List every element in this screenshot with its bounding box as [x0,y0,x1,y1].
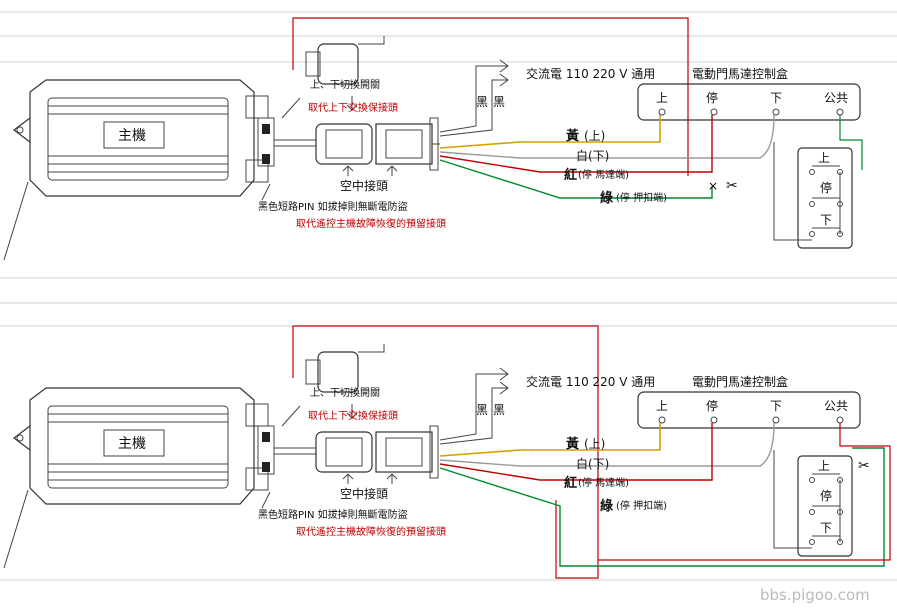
green-wire-stop-button-2 [439,447,885,567]
main-unit-label: 主機 [118,128,146,144]
yellow-wire-up [439,115,661,149]
connector-label: 空中接頭 [340,178,388,193]
ac-power-label: 交流電 110 220 V 通用 [526,66,655,81]
yellow-wire-label-2: 黃 [565,436,579,452]
terminal-common: 公共 [824,91,848,105]
main-unit-label-2: 主機 [118,436,146,452]
ac-power-lines [439,59,509,137]
yellow-wire-note-2: (上) [584,437,605,451]
red-wire-note: (停 馬達端) [578,168,629,181]
red-reserve-loop [292,17,689,176]
white-wire-label: 白(下) [576,148,609,163]
button-down-2: 下 [820,521,832,535]
red-wire-label: 紅 [564,167,577,183]
main-unit-box [3,79,275,261]
green-wire-stop-button [439,159,713,199]
reserve-plug-icon-2 [305,344,385,393]
button-up: 上 [818,151,830,165]
green-wire-note: (停 押扣端) [616,191,667,204]
button-up-2: 上 [818,459,830,473]
reserve-note: 取代遙控主機故障恢復的預留接頭 [296,217,446,230]
red-wire-label-2: 紅 [564,475,577,491]
cut-mark-x: × [708,179,718,193]
green-wire-label: 綠 [600,190,614,206]
white-wire-label-2: 白(下) [576,456,609,471]
push-button-box [797,147,853,249]
switch-label-2: 上、下切換開關 [310,387,380,399]
push-button-box-2 [797,455,853,557]
terminal-up: 上 [656,91,668,105]
scissors-icon-2: ✂ [858,458,870,474]
yellow-wire-up-2 [439,423,661,457]
controller-box [637,83,861,121]
green-wire-note-2: (停 押扣端) [616,499,667,512]
terminal-down-2: 下 [770,399,782,413]
terminal-up-2: 上 [656,399,668,413]
short-pin-note-2: 黑色短路PIN 如拔掉則無斷電防盜 [258,508,408,521]
controller-title: 電動門馬達控制盒 [692,66,788,81]
black-wire-1: 黑 [476,95,488,109]
black-wire-1-b: 黑 [476,403,488,417]
red-wire-note-2: (停 馬達端) [578,476,629,489]
switch-note-2: 取代上下交換保接頭 [308,409,398,422]
red-wire-stop-motor [439,115,713,173]
black-wire-2-b: 黑 [493,403,505,417]
button-down: 下 [820,213,832,227]
switch-label: 上、下切換開關 [310,79,380,91]
controller-title-2: 電動門馬達控制盒 [692,374,788,389]
white-wire-down-2 [439,422,775,467]
air-connector [274,96,440,176]
wiring-panel-bottom: 主機 上、下切換開關 取代上下交換保接頭 空中接頭 黑色短路PIN 如拔掉則無斷… [3,325,891,579]
white-wire-down [439,114,775,159]
yellow-wire-label: 黃 [565,128,579,144]
connector-label-2: 空中接頭 [340,486,388,501]
background-guide-lines [0,11,897,581]
button-stop: 停 [820,180,832,195]
wiring-panel-top: 主機 上、下切換開關 取代上下交換保接頭 空中接頭 黑色短路PIN 如拔掉則無斷… [3,17,863,261]
controller-box-2 [637,391,861,429]
green-wire-label-2: 綠 [600,498,614,514]
yellow-wire-note: (上) [584,129,605,143]
ac-power-label-2: 交流電 110 220 V 通用 [526,374,655,389]
air-connector-2 [274,404,439,484]
watermark: bbs.pigoo.com [760,586,870,604]
short-pin-pointer [261,183,271,201]
red-reserve-loop-2 [292,325,599,579]
scissors-icon: ✂ [726,178,738,194]
ac-power-lines-2 [439,367,509,445]
reserve-note-2: 取代遙控主機故障恢復的預留接頭 [296,525,446,538]
red-rewire-loop [598,423,891,561]
switch-note: 取代上下交換保接頭 [308,101,398,114]
main-unit-box-2 [3,387,275,569]
button-stop-2: 停 [820,488,832,503]
switch-pointer [281,97,301,119]
black-wire-2: 黑 [493,95,505,109]
short-pin-note: 黑色短路PIN 如拔掉則無斷電防盜 [258,200,408,213]
terminal-common-2: 公共 [824,399,848,413]
terminal-down: 下 [770,91,782,105]
reserve-plug-icon [305,36,385,85]
red-wire-stop-motor-2 [439,423,713,481]
terminal-stop-2: 停 [706,398,718,413]
green-common-link [839,115,863,170]
terminal-stop: 停 [706,90,718,105]
